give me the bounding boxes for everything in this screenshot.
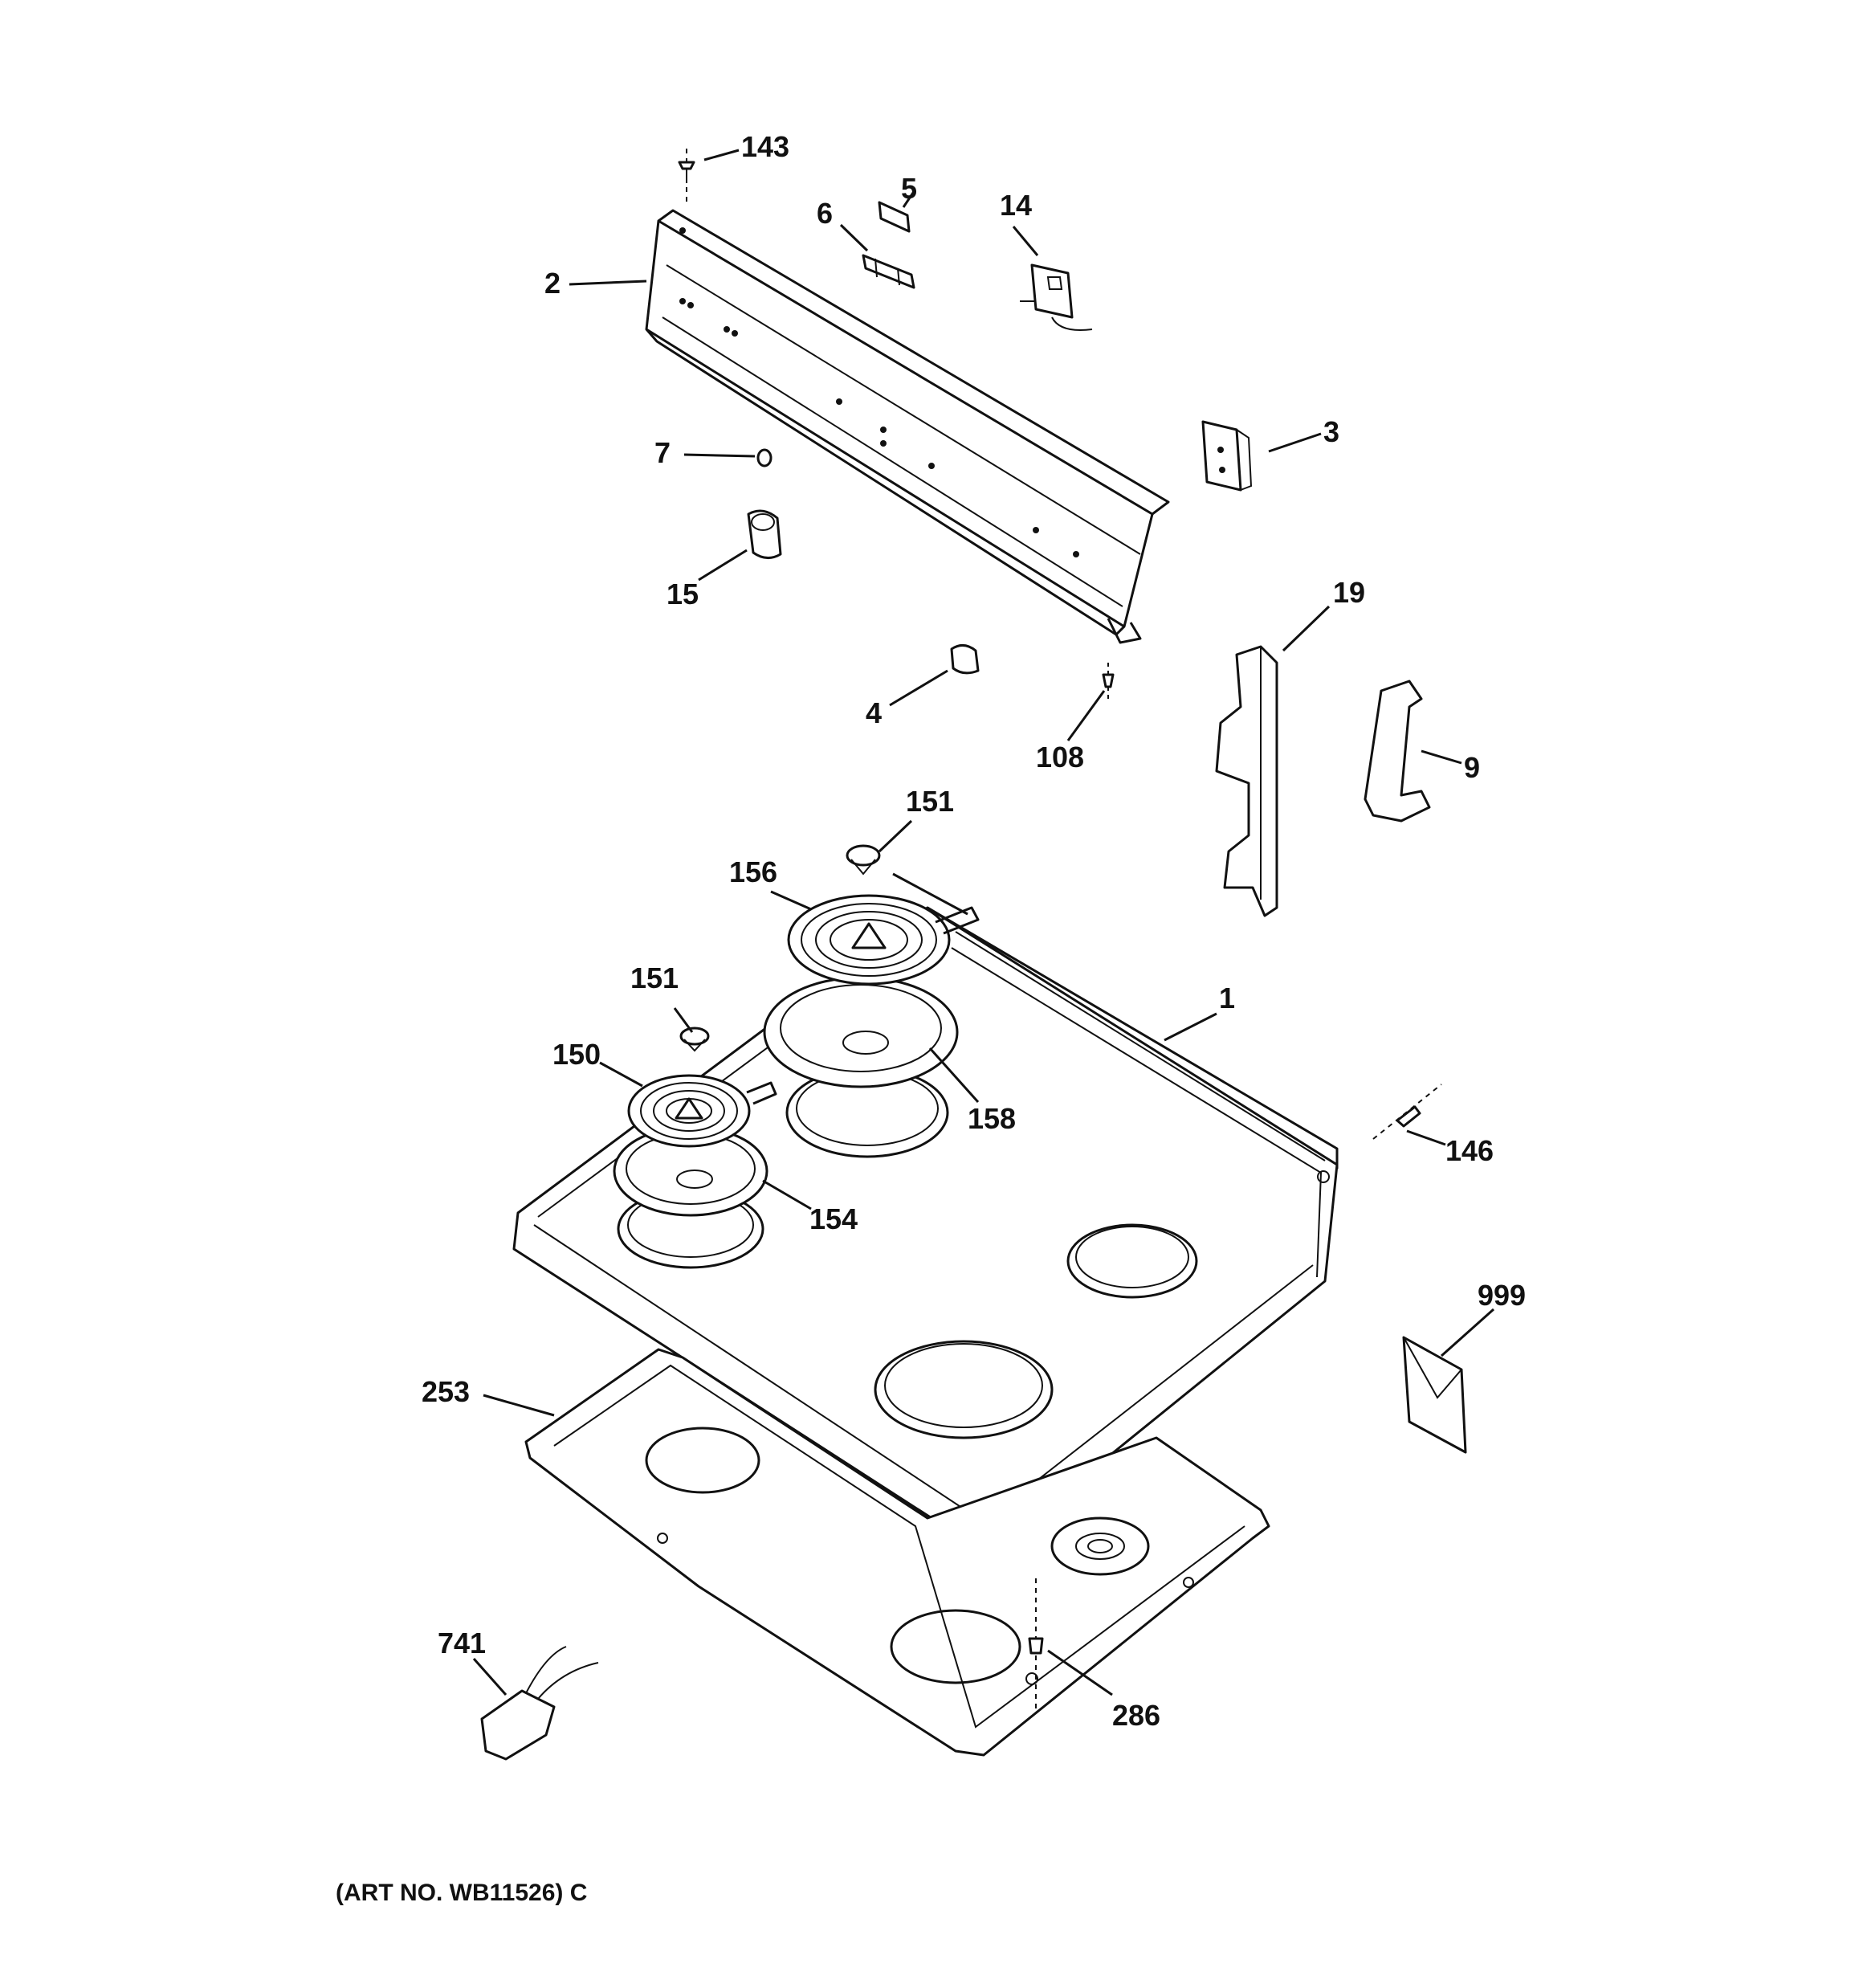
- callout-143: 143: [741, 130, 789, 163]
- small-drip-pan-154: [613, 1125, 768, 1217]
- callout-14: 14: [1000, 189, 1032, 222]
- callout-154: 154: [809, 1202, 858, 1235]
- trim-ring-label-151-lower: [679, 1027, 710, 1052]
- small-surface-element-150: [627, 1074, 777, 1148]
- switch-3: [1201, 420, 1253, 492]
- indicator-lens-7: [756, 448, 773, 467]
- screw-146: [1372, 1084, 1442, 1140]
- callout-2: 2: [544, 267, 561, 300]
- callout-108: 108: [1036, 741, 1084, 774]
- callout-labels: 143 5 6 14 2 3 7 15 19 4 108 9 151 156 1…: [422, 130, 1526, 1732]
- callout-5: 5: [901, 172, 917, 205]
- callout-3: 3: [1323, 415, 1339, 448]
- callout-151-lower: 151: [630, 961, 679, 994]
- large-drip-pan-158: [763, 976, 959, 1088]
- art-number: (ART NO. WB11526) C: [336, 1880, 588, 1906]
- trim-ring-label-151-upper: [846, 844, 881, 876]
- end-cap-bracket-19: [1215, 645, 1278, 917]
- screw-108: [1102, 663, 1115, 699]
- callout-1: 1: [1219, 982, 1235, 1014]
- clip-5: [878, 201, 911, 233]
- callout-741: 741: [438, 1627, 486, 1659]
- callout-253: 253: [422, 1375, 470, 1408]
- callout-15: 15: [667, 578, 699, 610]
- receptacle-286: [1028, 1578, 1044, 1711]
- knob-4: [950, 644, 980, 675]
- leader-lines: [472, 149, 1494, 1696]
- burner-box-253: [524, 1348, 1270, 1757]
- cooktop: [512, 906, 1339, 1556]
- callout-999: 999: [1478, 1279, 1526, 1312]
- callout-286: 286: [1112, 1699, 1160, 1732]
- callout-158: 158: [968, 1102, 1016, 1135]
- callout-151-upper: 151: [906, 785, 954, 818]
- backsplash-panel: [645, 209, 1170, 644]
- callout-7: 7: [654, 436, 671, 469]
- end-cap-9: [1364, 680, 1431, 823]
- callout-9: 9: [1464, 751, 1480, 784]
- callout-19: 19: [1333, 576, 1365, 609]
- large-surface-element-156: [787, 894, 980, 986]
- bracket-6: [862, 254, 915, 289]
- callout-4: 4: [866, 696, 882, 729]
- literature-envelope-999: [1402, 1336, 1467, 1454]
- infinite-switch-14: [1020, 263, 1093, 331]
- control-knob-15: [747, 509, 782, 559]
- callout-150: 150: [552, 1038, 601, 1071]
- terminal-block-741: [480, 1646, 599, 1761]
- callout-6: 6: [817, 197, 833, 230]
- callout-146: 146: [1445, 1134, 1494, 1167]
- screw-143: [678, 149, 695, 205]
- callout-156: 156: [729, 855, 777, 888]
